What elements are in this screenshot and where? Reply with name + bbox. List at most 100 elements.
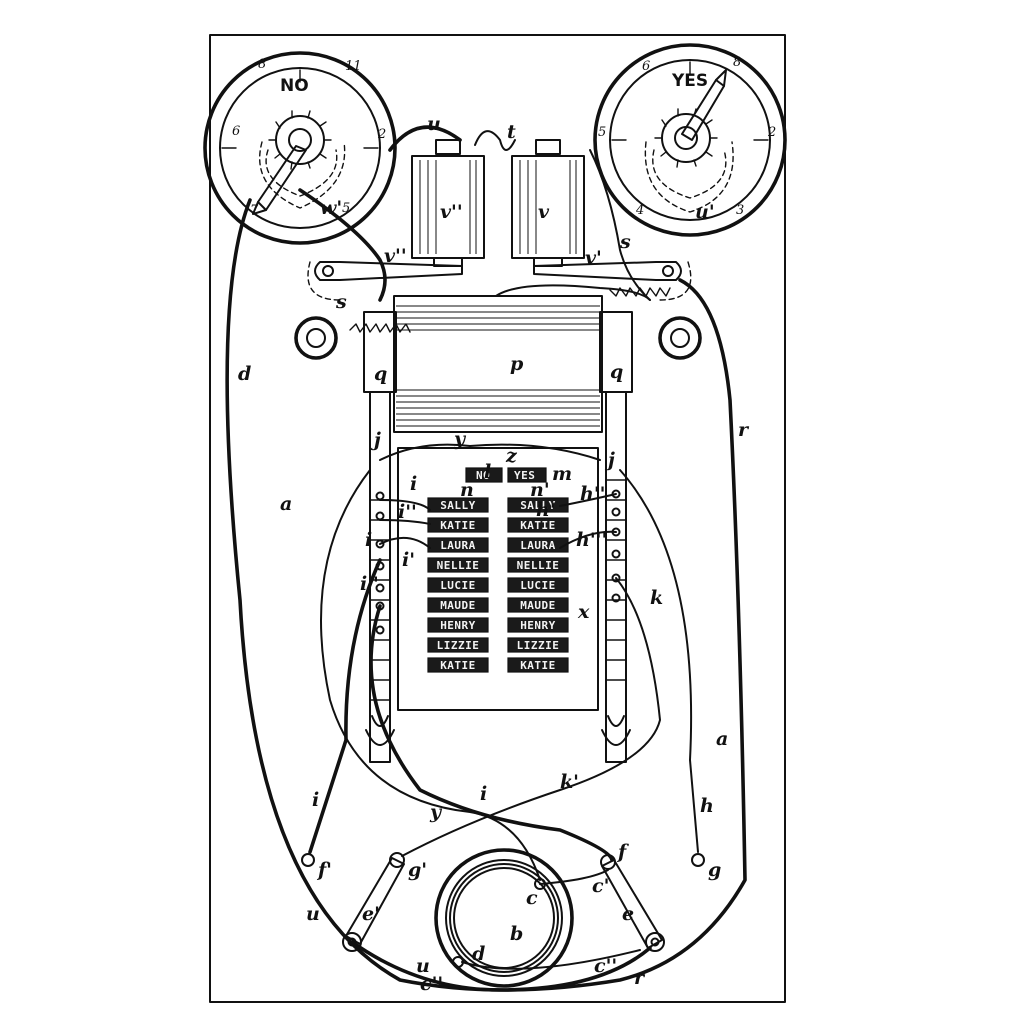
label-j-left: j [370,429,381,451]
label-c2: c' [592,875,609,897]
label-b: b [510,923,523,945]
name-plate-frame [507,637,569,653]
name-plate: MAUDE [507,597,569,613]
label-i-e: i'' [360,573,379,595]
left-dial-num: 6 [232,124,240,139]
name-plate: SALLY [507,497,569,513]
right-dial-num: 3 [736,203,744,218]
label-d: d [238,363,251,385]
label-i-c: i [365,529,372,551]
name-plate-label: MAUDE [520,599,556,612]
name-plate-grid: SALLY SALLY KATIE KATIE LAURA LAURA NELLIE NELL… [427,497,569,673]
name-plate-frame [427,497,489,513]
label-g: g [708,859,721,881]
label-k: k [650,587,663,609]
name-plate-frame [427,557,489,573]
name-plate-label: HENRY [440,619,476,632]
label-h: h [700,795,714,817]
label-n2: n' [530,479,550,501]
label-u-low: u [306,903,320,925]
label-v2: v'' [440,201,463,223]
label-f: f [616,841,629,863]
right-dial: YES 6 8 5 2 4 3 [593,43,787,237]
left-dial-word: NO [280,76,309,96]
label-z: z [505,445,518,467]
label-vv2: v'' [384,245,407,267]
plate-label: YES [514,469,535,482]
name-plate-label: SALLY [440,499,476,512]
right-dial-num: 8 [733,55,741,70]
name-plate-label: SALLY [520,499,556,512]
label-m: m [552,463,572,485]
name-plate-frame [427,637,489,653]
name-plate: LIZZIE [427,637,489,653]
pulley-left [294,316,338,360]
label-c3: c'' [420,973,443,995]
label-y-low: y [429,801,443,823]
label-c: c [526,887,538,909]
terminal-g [691,853,705,867]
switch-lever-left [342,852,405,952]
plate-board [397,447,599,711]
label-e2: e' [362,903,380,925]
left-dial-num: 2 [377,127,386,142]
label-q-right: q [610,361,623,383]
name-plate: LAURA [427,537,489,553]
right-dial-num: 6 [642,59,650,74]
label-i-d: i' [402,549,415,571]
label-c4: c'' [594,955,617,977]
name-plate-frame [507,657,569,673]
label-v: v [538,201,550,223]
label-s: s [619,231,631,253]
label-a-left: a [280,493,292,515]
spring-left [349,323,411,333]
name-plate-frame [427,577,489,593]
reference-labels: u t v'' v w' u' s v'' v' s p q q d r a a… [238,113,750,995]
label-t: t [507,121,516,143]
name-plate: KATIE [427,657,489,673]
label-n: n [460,479,474,501]
contact-points [375,489,621,635]
name-plate-label: HENRY [520,619,556,632]
label-d-low: d [472,943,485,965]
base-board [209,34,786,1003]
name-plate-frame [507,577,569,593]
label-g2: g' [408,859,427,881]
name-plate: KATIE [427,517,489,533]
label-q-left: q [374,363,387,385]
name-plate-frame [427,517,489,533]
name-plate-label: LIZZIE [437,639,480,652]
electromagnet-left [411,139,485,267]
name-plate-frame [507,517,569,533]
name-plate: NELLIE [507,557,569,573]
label-f2: f' [316,859,332,881]
label-i-low2: i [480,783,487,805]
right-dial-word: YES [671,71,708,91]
label-i-a: i [410,473,417,495]
name-plate: KATIE [507,657,569,673]
left-dial-num: 11 [345,59,362,74]
name-plate: HENRY [427,617,489,633]
label-p: p [510,353,524,375]
name-plate-label: KATIE [440,659,476,672]
label-a-right: a [716,728,728,750]
label-j-right: j [604,449,615,471]
left-dial: NO 8 11 6 2 7 5 [203,51,397,245]
label-l: l [484,461,491,483]
name-plate-label: LIZZIE [517,639,560,652]
name-plate-label: LAURA [520,539,556,552]
left-dial-num: 8 [258,57,266,72]
label-w2: w' [320,197,342,219]
wiring [225,125,747,992]
name-plate-label: KATIE [520,519,556,532]
name-plate-frame [427,537,489,553]
label-h4: h''' [576,529,607,551]
label-e: e [622,903,634,925]
name-plate-label: NELLIE [437,559,480,572]
label-r-low: r [634,967,646,989]
name-plate: MAUDE [427,597,489,613]
label-vv1: v' [585,247,602,269]
name-plate: LAURA [507,537,569,553]
top-plate-yes: YES [507,467,547,483]
